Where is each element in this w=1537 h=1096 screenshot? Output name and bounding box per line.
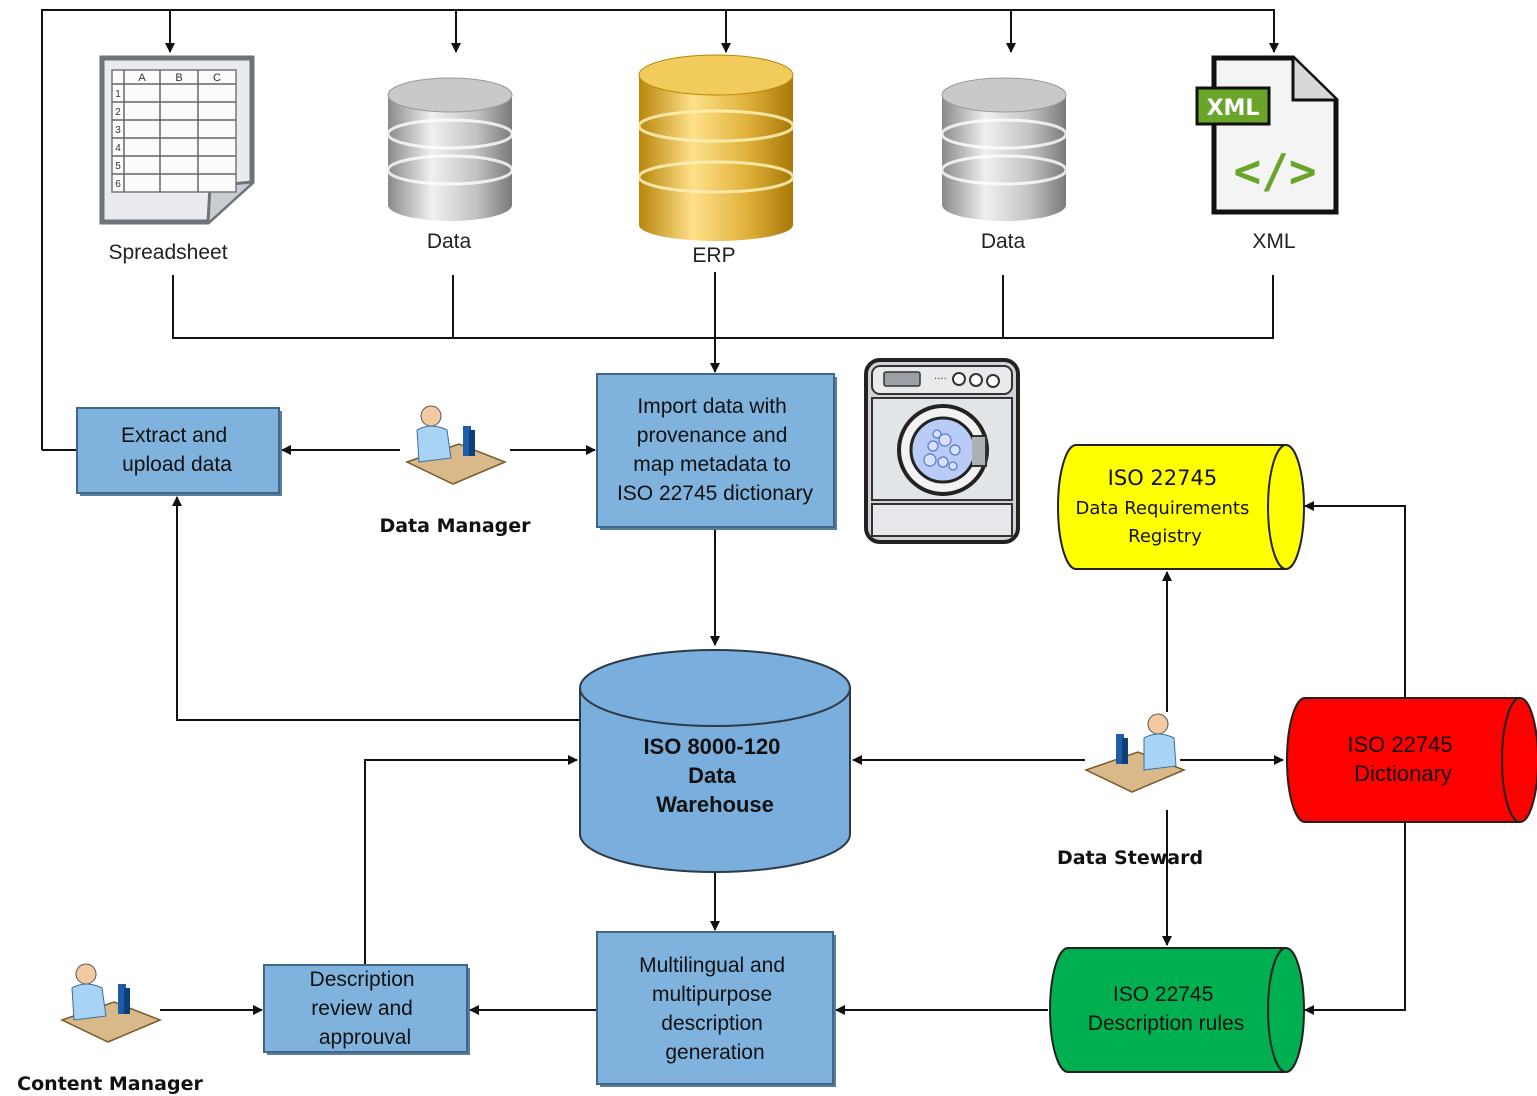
xml-badge-text: XML bbox=[1207, 96, 1260, 121]
svg-text:····: ···· bbox=[934, 374, 947, 385]
description-generation-box: Multilingual and multipurpose descriptio… bbox=[596, 931, 836, 1087]
extract-upload-text: Extract and upload data bbox=[121, 424, 233, 476]
rules-text: ISO 22745 Description rules bbox=[1088, 983, 1244, 1035]
review-approval-text: Description review and approuval bbox=[310, 968, 421, 1049]
washing-machine-icon: ···· bbox=[864, 358, 1020, 544]
data-manager-label: Data Manager bbox=[379, 515, 531, 537]
erp-database-icon bbox=[637, 54, 795, 241]
database-icon bbox=[940, 77, 1068, 221]
xml-label: XML bbox=[1252, 230, 1295, 253]
registry-text: ISO 22745 Data Requirements Registry bbox=[1076, 466, 1255, 547]
spreadsheet-icon: A B C 1 2 3 4 5 6 bbox=[99, 55, 255, 225]
sheet-row-label: 1 bbox=[115, 89, 121, 100]
sheet-column-label: B bbox=[175, 72, 182, 84]
review-approval-box: Description review and approuval bbox=[263, 964, 470, 1055]
sheet-column-label: C bbox=[213, 72, 221, 84]
sheet-row-label: 2 bbox=[115, 107, 121, 118]
extract-upload-box: Extract and upload data bbox=[76, 407, 282, 496]
dictionary-store: ISO 22745 Dictionary bbox=[1286, 697, 1537, 823]
connectors bbox=[41, 9, 1406, 1015]
import-map-text: Import data with provenance and map meta… bbox=[617, 395, 814, 505]
spreadsheet-label: Spreadsheet bbox=[108, 241, 227, 264]
xml-file-icon: XML </> bbox=[1195, 55, 1339, 215]
sheet-row-label: 5 bbox=[115, 161, 121, 172]
sheet-row-label: 4 bbox=[115, 143, 121, 154]
data-steward-icon bbox=[1084, 713, 1186, 793]
sheet-column-label: A bbox=[138, 72, 146, 84]
data-steward-label: Data Steward bbox=[1057, 847, 1203, 869]
erp-label: ERP bbox=[692, 244, 735, 267]
data-source-label-2: Data bbox=[981, 230, 1026, 253]
content-manager-icon bbox=[60, 963, 162, 1043]
sheet-row-label: 6 bbox=[115, 179, 121, 190]
data-requirements-registry-store: ISO 22745 Data Requirements Registry bbox=[1057, 444, 1305, 570]
import-map-box: Import data with provenance and map meta… bbox=[596, 373, 837, 530]
data-warehouse-cylinder: ISO 8000-120 Data Warehouse bbox=[579, 649, 851, 873]
description-generation-text: Multilingual and multipurpose descriptio… bbox=[639, 954, 791, 1064]
content-manager-label: Content Manager bbox=[17, 1073, 203, 1095]
data-source-label-1: Data bbox=[427, 230, 472, 253]
sheet-row-label: 3 bbox=[115, 125, 121, 136]
database-icon bbox=[386, 77, 514, 221]
xml-code-glyph: </> bbox=[1233, 144, 1316, 198]
dictionary-text: ISO 22745 Dictionary bbox=[1347, 732, 1458, 786]
description-rules-store: ISO 22745 Description rules bbox=[1049, 947, 1305, 1073]
data-manager-icon bbox=[405, 405, 507, 485]
warehouse-text: ISO 8000-120 Data Warehouse bbox=[643, 734, 786, 817]
